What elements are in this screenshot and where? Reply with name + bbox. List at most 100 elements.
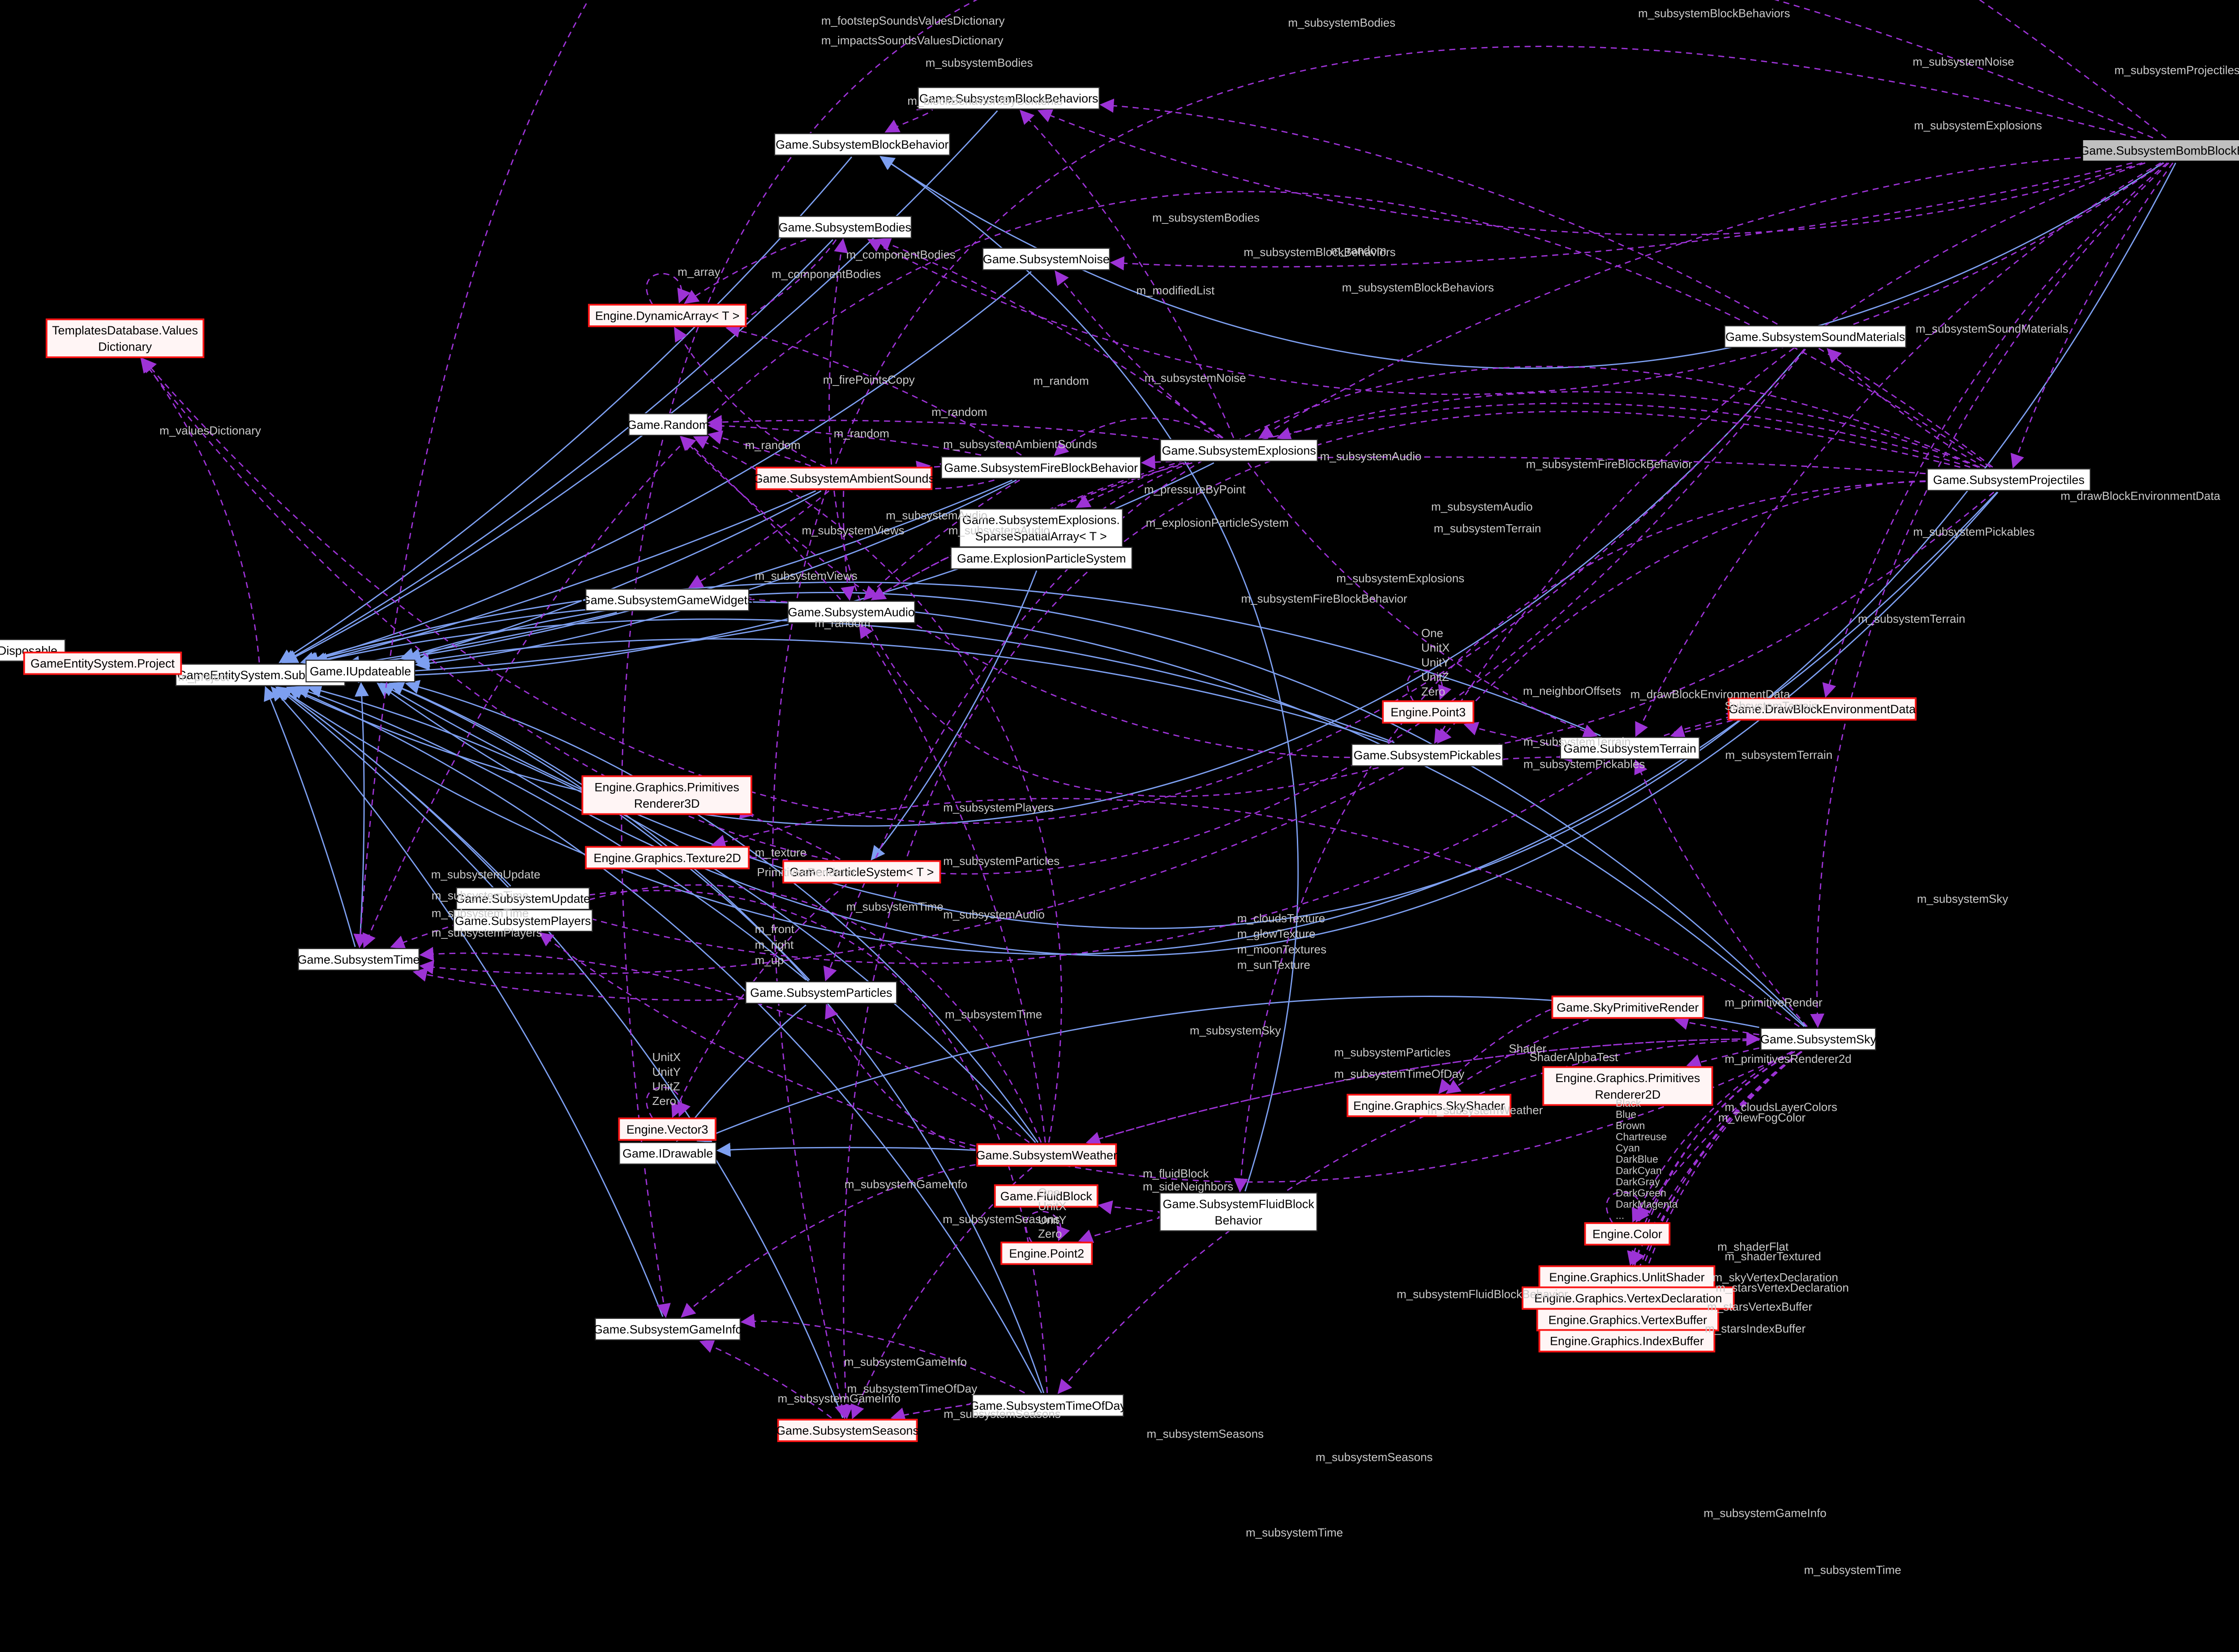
- node-label: GameEntitySystem.Project: [30, 657, 175, 670]
- node-project[interactable]: GameEntitySystem.Project: [23, 651, 182, 675]
- node-sndmat[interactable]: Game.SubsystemSoundMaterials: [1724, 325, 1907, 348]
- member-edge: [1434, 162, 2146, 744]
- node-label: Game.SubsystemAudio: [788, 606, 915, 619]
- node-vec3[interactable]: Engine.Vector3: [618, 1117, 716, 1141]
- node-label: Engine.Graphics.IndexBuffer: [1550, 1334, 1704, 1348]
- node-ambient[interactable]: Game.SubsystemAmbientSounds: [754, 466, 935, 490]
- collaboration-diagram: Game.SubsystemBombBlockBehaviorTemplates…: [0, 0, 2239, 1577]
- edge-label: m_subsystemGameInfo: [778, 1391, 901, 1405]
- node-bodies[interactable]: Game.SubsystemBodies: [778, 216, 912, 239]
- node-fluidblock[interactable]: Game.FluidBlock: [994, 1184, 1098, 1208]
- edge-label: m_shaderTextured: [1725, 1250, 1821, 1263]
- node-point2[interactable]: Engine.Point2: [1000, 1241, 1093, 1265]
- node-bomb[interactable]: Game.SubsystemBombBlockBehavior: [2080, 139, 2239, 162]
- inheritance-edge: [389, 682, 1045, 1393]
- node-bb[interactable]: Game.SubsystemBlockBehavior: [774, 133, 950, 156]
- node-unlit[interactable]: Engine.Graphics.UnlitShader: [1538, 1265, 1716, 1289]
- node-color[interactable]: Engine.Color: [1584, 1222, 1671, 1246]
- edge-label: m_subsystemGameInfo: [845, 1177, 967, 1191]
- node-label: Game.SubsystemGameWidgets: [581, 594, 754, 607]
- member-edge: [412, 967, 744, 1001]
- node-skyshader[interactable]: Engine.Graphics.SkyShader: [1347, 1094, 1512, 1117]
- node-proj[interactable]: Game.SubsystemProjectiles: [1926, 468, 2091, 491]
- node-tex2d[interactable]: Engine.Graphics.Texture2D: [585, 846, 750, 869]
- node-sky[interactable]: Game.SubsystemSky: [1760, 1027, 1877, 1051]
- node-expl[interactable]: Game.SubsystemExplosions: [1160, 439, 1318, 462]
- node-expps[interactable]: Game.ExplosionParticleSystem: [950, 547, 1133, 569]
- member-edge: [1827, 348, 1986, 468]
- node-box: [1000, 1241, 1093, 1265]
- node-particles[interactable]: Game.SubsystemParticles: [745, 981, 897, 1004]
- node-update[interactable]: Game.SubsystemUpdate: [455, 887, 590, 910]
- node-point3[interactable]: Engine.Point3: [1382, 700, 1475, 724]
- member-edge: [1670, 718, 1736, 739]
- member-edge: [1463, 722, 1560, 747]
- node-vbuf[interactable]: Engine.Graphics.VertexBuffer: [1536, 1308, 1720, 1331]
- node-label: Engine.Point2: [1009, 1247, 1084, 1260]
- member-edge: [563, 760, 1611, 964]
- edge-label: m_firePointsCopy: [823, 373, 915, 386]
- inheritance-edge: [311, 490, 816, 667]
- edge-label: m_subsystemNoise: [1913, 55, 2014, 68]
- node-pick[interactable]: Game.SubsystemPickables: [1351, 744, 1503, 766]
- node-gameinfo[interactable]: Game.SubsystemGameInfo: [593, 1318, 742, 1341]
- node-bbs[interactable]: Game.SubsystemBlockBehaviors: [918, 87, 1100, 110]
- node-dbed[interactable]: Game.DrawBlockEnvironmentData: [1728, 697, 1917, 721]
- node-seasons[interactable]: Game.SubsystemSeasons: [776, 1419, 919, 1442]
- node-vdecl[interactable]: Engine.Graphics.VertexDeclaration: [1522, 1286, 1735, 1310]
- node-skyprim[interactable]: Game.SkyPrimitiveRender: [1551, 995, 1704, 1019]
- inheritance-edge: [354, 682, 369, 947]
- member-edge: [1110, 162, 2132, 270]
- edge-label: m_subsystemTerrain: [1434, 522, 1541, 535]
- node-timeofday[interactable]: Game.SubsystemTimeOfDay: [970, 1394, 1127, 1417]
- member-edge: [693, 436, 1062, 1143]
- member-edge: [1664, 706, 1740, 736]
- node-label: Game.SubsystemPickables: [1354, 749, 1501, 762]
- member-edge: [1087, 1031, 1761, 1143]
- node-noise[interactable]: Game.SubsystemNoise: [982, 248, 1111, 270]
- edge-label: m_subsystemPickables: [1913, 525, 2035, 539]
- node-box: [774, 133, 950, 156]
- node-box: [1536, 1308, 1720, 1331]
- member-edge: [1247, 462, 1598, 738]
- node-label: Game.FluidBlock: [1000, 1190, 1093, 1203]
- node-weather[interactable]: Game.SubsystemWeather: [976, 1143, 1117, 1167]
- node-random[interactable]: Game.Random: [627, 413, 709, 436]
- node-psys[interactable]: Game.ParticleSystem< T >: [782, 860, 941, 884]
- node-players[interactable]: Game.SubsystemPlayers: [453, 909, 593, 932]
- node-ibuf[interactable]: Engine.Graphics.IndexBuffer: [1538, 1329, 1716, 1352]
- node-label: Engine.DynamicArray< T >: [595, 309, 739, 322]
- node-fire[interactable]: Game.SubsystemFireBlockBehavior: [941, 456, 1141, 479]
- node-box: [782, 860, 941, 884]
- edge-label: m_subsystemFireBlockBehavior: [1241, 592, 1407, 605]
- node-dyn[interactable]: Engine.DynamicArray< T >: [588, 304, 747, 327]
- node-audio[interactable]: Game.SubsystemAudio: [787, 600, 915, 624]
- edge-label: m_subsystemBlockBehaviors: [1244, 245, 1395, 259]
- edge-label: m_starsVertexBuffer: [1707, 1300, 1812, 1313]
- node-box: [297, 948, 420, 971]
- node-iupd[interactable]: Game.IUpdateable: [305, 659, 416, 683]
- node-terrain[interactable]: Game.SubsystemTerrain: [1560, 736, 1700, 760]
- edge-label: m_subsystemAudio: [1431, 500, 1533, 514]
- edge-label: m_subsystemTimeOfDay: [1334, 1067, 1464, 1081]
- edge-label: m_random: [834, 427, 889, 440]
- inheritance-edge: [264, 686, 356, 947]
- node-label: Engine.Graphics.SkyShader: [1353, 1099, 1505, 1113]
- node-widgets[interactable]: Game.SubsystemGameWidgets: [581, 588, 754, 612]
- node-idraw[interactable]: Game.IDrawable: [619, 1142, 717, 1165]
- edge-label: m_footstepSoundsValuesDictionary: [821, 14, 1005, 27]
- member-edge: [621, 0, 2153, 1318]
- labels-layer: m_valuesDictionarym_footstepSoundsValues…: [159, 7, 2239, 1577]
- node-label: Game.SubsystemAmbientSounds: [754, 472, 935, 485]
- edge-label: m_subsystemTime: [432, 907, 529, 920]
- member-edge: [681, 1164, 976, 1318]
- node-time[interactable]: Game.SubsystemTime: [297, 948, 420, 971]
- node-sparse[interactable]: Game.SubsystemExplosions.SparseSpatialAr…: [959, 508, 1123, 548]
- edge-label: m_subsystemTerrain: [1523, 735, 1631, 748]
- member-edge: [688, 490, 830, 588]
